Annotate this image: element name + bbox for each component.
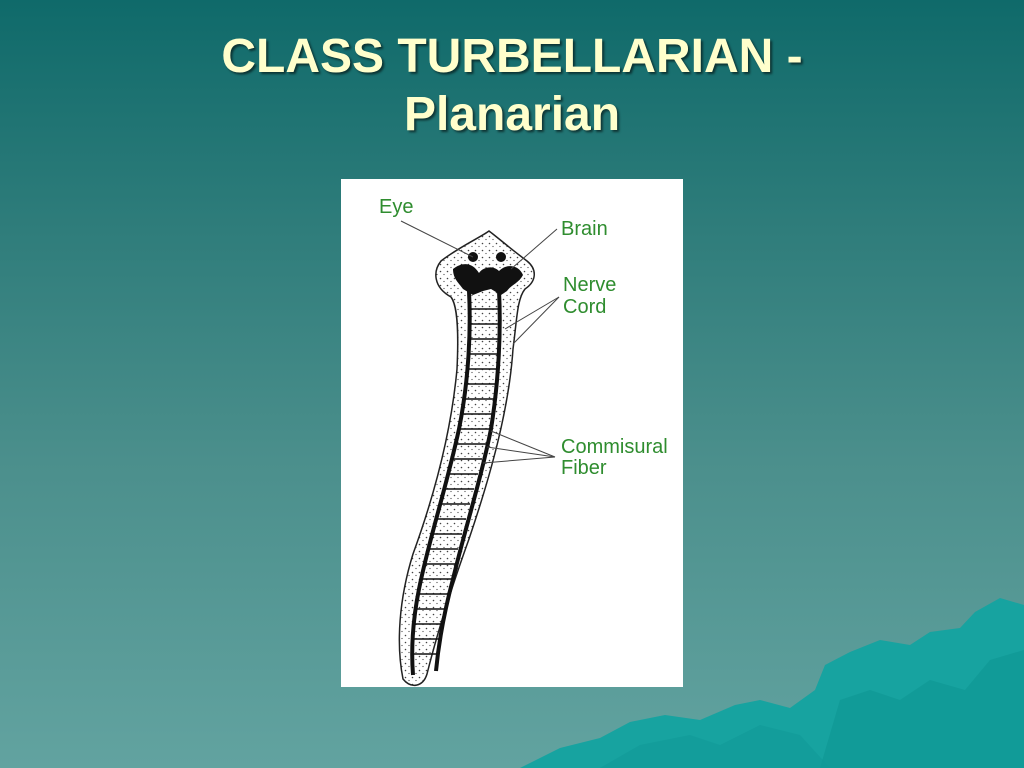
nerve-cord-leader-1 <box>504 296 560 330</box>
leader-lines <box>400 220 560 464</box>
nerve-cord-label-line2: Cord <box>563 296 606 318</box>
brain-label: Brain <box>561 218 608 240</box>
fiber-leader-2 <box>486 446 556 458</box>
planarian-body <box>398 230 535 686</box>
eye-label: Eye <box>379 196 413 218</box>
nerve-cord-label-line1: Nerve <box>563 274 616 296</box>
planarian-figure: Eye Brain Nerve Cord Commisural Fiber <box>341 179 683 687</box>
eye-right <box>496 252 506 262</box>
planarian-diagram: Eye Brain Nerve Cord Commisural Fiber <box>379 196 668 686</box>
eye-leader <box>400 220 474 258</box>
slide-title-line1: CLASS TURBELLARIAN - <box>221 30 803 83</box>
brain-leader <box>510 228 558 270</box>
slide-title: CLASS TURBELLARIAN - Planarian <box>0 28 1024 144</box>
nerve-cord-left <box>410 290 472 676</box>
fiber-label-line2: Fiber <box>561 457 607 479</box>
slide-title-line2: Planarian <box>403 88 621 141</box>
brain-shape <box>453 264 523 295</box>
fiber-leader-1 <box>490 430 556 458</box>
commissural-fibers <box>413 308 500 655</box>
fiber-label-line1: Commisural <box>561 436 668 458</box>
nerve-cord-leader-2 <box>512 296 560 345</box>
fiber-leader-3 <box>482 456 556 464</box>
